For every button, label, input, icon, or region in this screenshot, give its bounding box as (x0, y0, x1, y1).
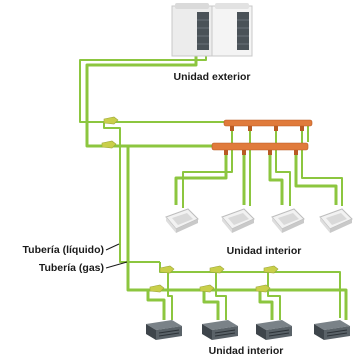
piping (79, 54, 348, 320)
cassette-3-liquid (275, 130, 291, 206)
lower-liquid-run (159, 262, 341, 318)
branch-joint-icon (149, 284, 165, 293)
duct-3-liquid (267, 272, 281, 320)
duct-2-gas (202, 290, 220, 320)
ceiling-cassette-icon (165, 208, 199, 233)
branch-joint-icon (199, 284, 215, 293)
pipe-liquid-label: Tubería (líquido) (23, 244, 104, 256)
cassette-1-liquid (182, 130, 233, 208)
riser-left-gas (108, 144, 150, 292)
branch-joints (101, 116, 279, 293)
gas-leader-line (105, 261, 128, 269)
riser-left-liquid (103, 122, 160, 263)
branch-joint-icon (209, 265, 225, 274)
liquid-leader-line (105, 243, 120, 251)
indoor-duct-label: Unidad interior (209, 345, 284, 357)
duct-3-gas (258, 290, 274, 320)
ceiling-cassette-icon (271, 208, 305, 233)
branch-joint-icon (103, 116, 119, 125)
duct-1-liquid (167, 272, 173, 320)
ducted-indoor-unit-icon (256, 320, 292, 340)
refrigerant-header-icon (211, 142, 309, 155)
branch-joint-icon (263, 265, 279, 274)
liquid-main-pipe (79, 54, 207, 123)
ducted-indoor-unit-icon (146, 320, 182, 340)
ceiling-cassette-icon (221, 208, 255, 233)
ducted-indoor-unit-icon (314, 320, 350, 340)
refrigerant-header-icon (223, 119, 313, 131)
branch-joint-icon (255, 284, 271, 293)
ceiling-cassette-icon (319, 208, 353, 233)
outdoor-unit-icon (171, 3, 253, 57)
lower-gas-run (150, 288, 348, 320)
duct-1-gas (146, 290, 166, 320)
cassette-3-gas (268, 148, 284, 205)
ducted-indoor-unit-icon (202, 320, 238, 340)
branch-joint-icon (101, 140, 117, 149)
outdoor-unit-label: Unidad exterior (173, 71, 250, 83)
cassette-4-liquid (301, 130, 343, 206)
cassette-1-gas (174, 148, 228, 205)
cassette-4-gas (294, 148, 338, 205)
pipe-gas-label: Tubería (gas) (39, 262, 104, 274)
duct-2-liquid (215, 272, 227, 320)
gas-main-pipe (85, 54, 198, 148)
indoor-cassette-label: Unidad interior (227, 245, 302, 257)
branch-joint-icon (159, 265, 175, 274)
